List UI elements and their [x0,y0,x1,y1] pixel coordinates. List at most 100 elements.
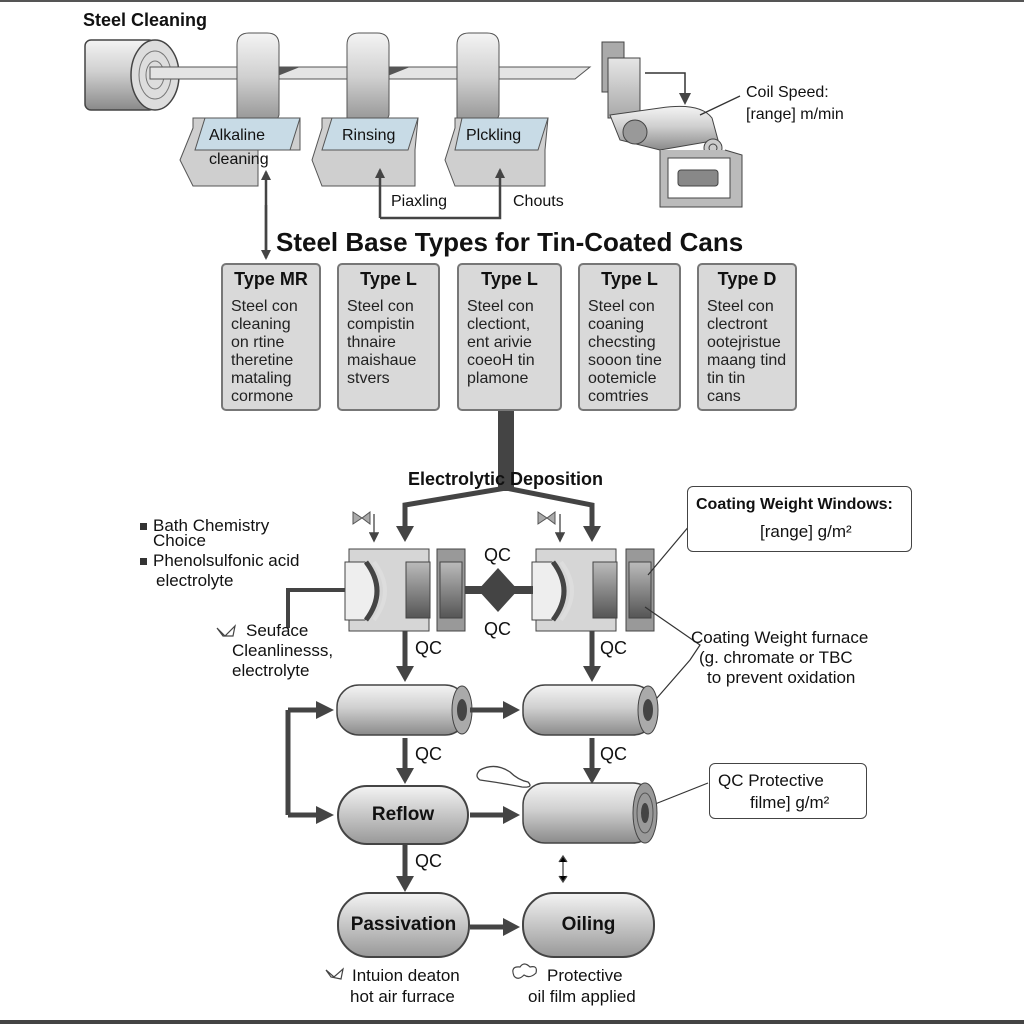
bottom-border [0,1020,1024,1024]
steel-type-title: Type MR [234,269,308,289]
card-line: Steel con [707,298,774,315]
steel-type-title: Type L [601,269,658,289]
callout-title: Coating Weight Windows: [696,496,893,513]
cloud-icon [512,963,537,979]
card-line: mataling [231,370,292,387]
up-down-arrow-icon [558,854,568,884]
tank-label-pickling: Plckling [466,127,522,144]
electrolytic-cell-1 [344,548,466,632]
steel-type-card: Type MR Steel con cleaning on rtine ther… [221,263,321,411]
deposition-split-arrows [402,485,595,528]
card-line: stvers [347,370,390,387]
card-line: comtries [588,388,649,405]
qc-label: QC [484,545,511,565]
card-line: Steel con [467,298,534,315]
return-flow-arrows [375,168,505,220]
bullet-text: Phenolsulfonic acid [153,551,300,570]
top-border [0,0,1024,2]
recoiler-machine [601,41,743,208]
steel-type-card: Type L Steel con clectiont, ent arivie c… [457,263,562,411]
tank-label-rinsing: Rinsing [342,127,396,144]
finished-coil-cylinder [522,782,658,844]
card-line: cormone [231,388,294,405]
bullet-text: Bath Chemistry [153,516,270,535]
surface-note-1: Seuface [246,621,309,640]
steel-type-card: Type L Steel con coaning checsting sooon… [578,263,681,411]
card-line: coaning [588,316,645,333]
card-line: Steel con [231,298,298,315]
card-line: clectront [707,316,768,333]
types-section-title: Steel Base Types for Tin-Coated Cans [276,227,744,257]
card-line: Steel con [588,298,655,315]
steel-type-card: Type L Steel con compistin thnaire maish… [337,263,440,411]
oiling-note-2: oil film applied [528,987,636,1006]
bullet-icon [140,558,147,566]
card-line: ootemicle [588,370,657,387]
bullet-text-cont: Choice [153,531,206,550]
electrolyte-bullet: Phenolsulfonic acid [140,551,299,571]
qc-label: QC [415,744,442,764]
step-oiling: Oiling [522,892,655,958]
card-line: sooon tine [588,352,662,369]
card-line: Steel con [347,298,414,315]
qc-label: QC [484,619,511,639]
oil-drop-icon [476,765,531,788]
step-reflow: Reflow [337,785,469,845]
callout-line-2: filme] g/m² [750,793,830,812]
coated-strip-cylinder-2 [522,684,659,736]
card-line: maishaue [347,352,417,369]
card-line: thnaire [347,334,396,351]
qc-label: QC [600,638,627,658]
electrolytic-cell-2 [531,548,655,632]
step-passivation: Passivation [337,892,470,958]
steel-type-title: Type L [360,269,417,289]
furnace-note-3: to prevent oxidation [707,668,856,687]
card-line: ent arivie [467,334,532,351]
qc-label: QC [415,638,442,658]
steel-type-card: Type D Steel con clectront ootejristue m… [697,263,797,411]
card-line: on rtine [231,334,285,351]
callout-line-1: QC Protective [718,771,824,790]
card-line: theretine [231,352,294,369]
sparkle-icon [216,624,236,637]
cleaning-tank-pickling [444,32,549,187]
deposition-title: Electrolytic Deposition [408,469,604,489]
cleaning-tank-alkaline [179,32,301,187]
card-line: compistin [347,316,415,333]
heat-icon [325,967,344,980]
card-line: cleaning [231,316,291,333]
bath-connector [286,588,345,628]
qc-arrows [402,631,595,878]
coil-speed-label: Coil Speed: [746,84,829,101]
card-line: cans [707,388,741,405]
tank-label-alkaline: Alkaline [209,127,266,144]
cleaning-section-title: Steel Cleaning [83,10,208,30]
protective-film-callout: QC Protective filme] g/m² [709,763,867,819]
surface-note-3: electrolyte [232,661,310,680]
callout-value: [range] g/m² [760,522,852,541]
return-label-right: Chouts [513,193,564,210]
bullet-icon [140,523,147,531]
card-line: coeoH tin [467,352,535,369]
arrow-heads-h [316,701,520,936]
bullet-text-cont: electrolyte [156,571,234,590]
coated-strip-cylinder-1 [336,684,473,736]
arrow-heads [396,666,601,892]
furnace-note-1: Coating Weight furnace [691,628,869,647]
passivation-note-2: hot air furrace [350,987,455,1006]
tank-label-alkaline-2: cleaning [209,151,269,168]
surface-note-2: Cleanlinesss, [232,641,334,660]
flag-icon [352,511,380,543]
coating-weight-callout: Coating Weight Windows: [range] g/m² [687,486,912,552]
passivation-note-1: Intuion deaton [352,966,460,985]
card-line: ootejristue [707,334,781,351]
card-line: maang tind [707,352,787,369]
flag-icon [537,511,566,543]
qc-diamond [465,568,533,612]
horizontal-flow-arrows [285,707,505,930]
steel-type-title: Type L [481,269,538,289]
steel-type-title: Type D [717,269,777,289]
qc-label: QC [600,744,627,764]
qc-label: QC [415,851,442,871]
